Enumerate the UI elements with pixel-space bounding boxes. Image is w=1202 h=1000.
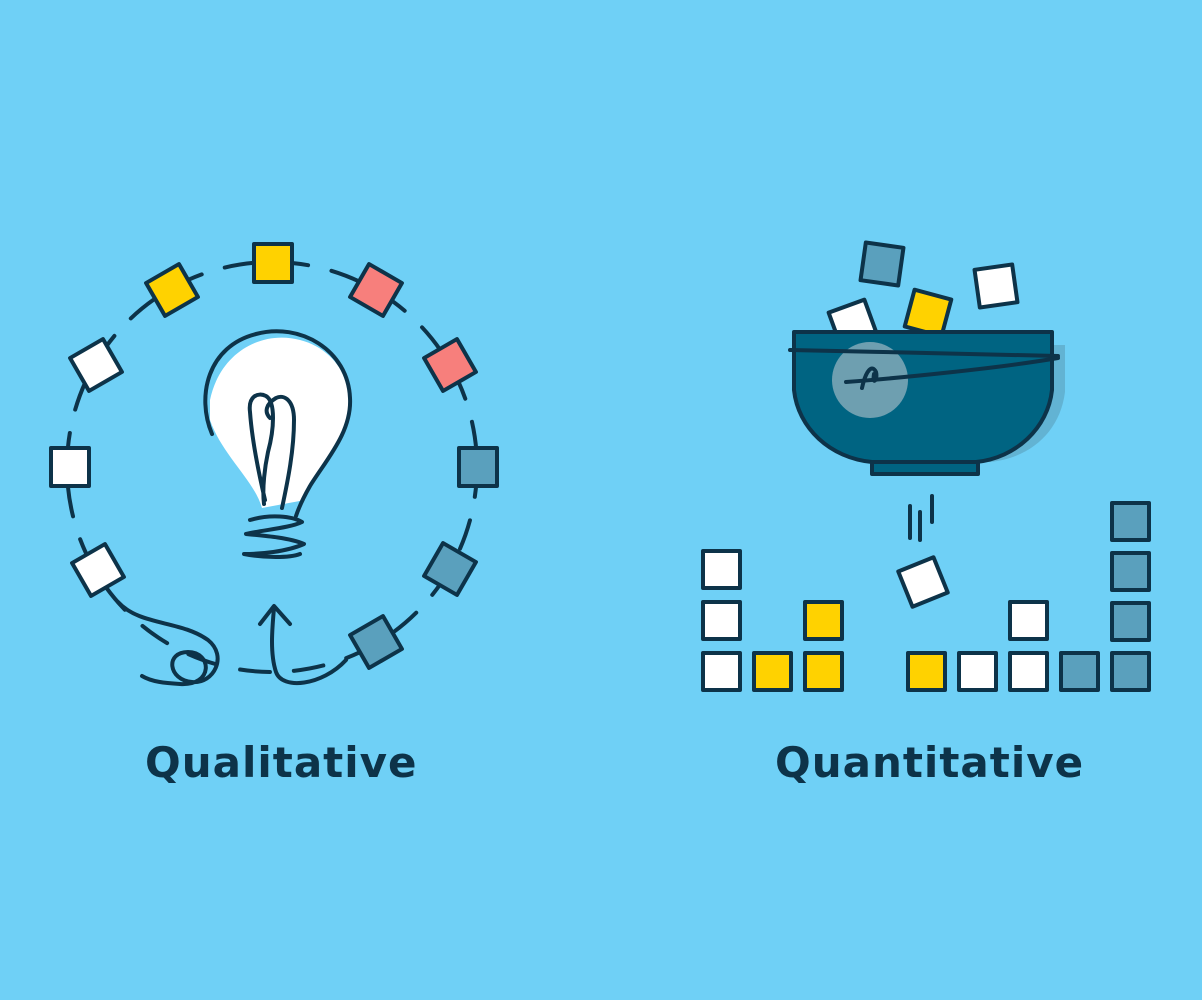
falling-square (972, 262, 1020, 310)
bowl-icon (788, 330, 1065, 476)
orbit-square (422, 541, 478, 597)
stack-square (1008, 600, 1049, 641)
falling-square (902, 287, 954, 339)
stack-square (803, 651, 844, 692)
qualitative-label: Qualitative (145, 738, 418, 787)
stack-square (701, 651, 742, 692)
orbit-square (144, 262, 200, 318)
falling-square (858, 240, 906, 288)
stack-square (1110, 501, 1151, 542)
stack-square (1110, 651, 1151, 692)
stack-square (701, 549, 742, 590)
quantitative-label: Quantitative (775, 738, 1085, 787)
orbit-square (422, 337, 478, 393)
quantitative-group (701, 240, 1151, 692)
orbit-square (348, 614, 404, 670)
orbit-square (49, 446, 91, 488)
arrow-head (258, 604, 292, 626)
lightbulb-icon (203, 329, 353, 559)
orbit-square (457, 446, 499, 488)
orbit-square (70, 542, 126, 598)
falling-square (896, 555, 950, 609)
orbit-square (348, 262, 404, 318)
orbit-square (68, 337, 124, 393)
stack-square (1008, 651, 1049, 692)
orbit-square (252, 242, 294, 284)
stack-square (701, 600, 742, 641)
return-arrow-path (270, 606, 348, 686)
qualitative-group (49, 242, 499, 687)
stack-square (1110, 601, 1151, 642)
stack-square (906, 651, 947, 692)
stack-square (752, 651, 793, 692)
stack-square (957, 651, 998, 692)
stack-square (1110, 551, 1151, 592)
squiggle-path (116, 600, 220, 687)
stack-square (1059, 651, 1100, 692)
stack-square (803, 600, 844, 641)
